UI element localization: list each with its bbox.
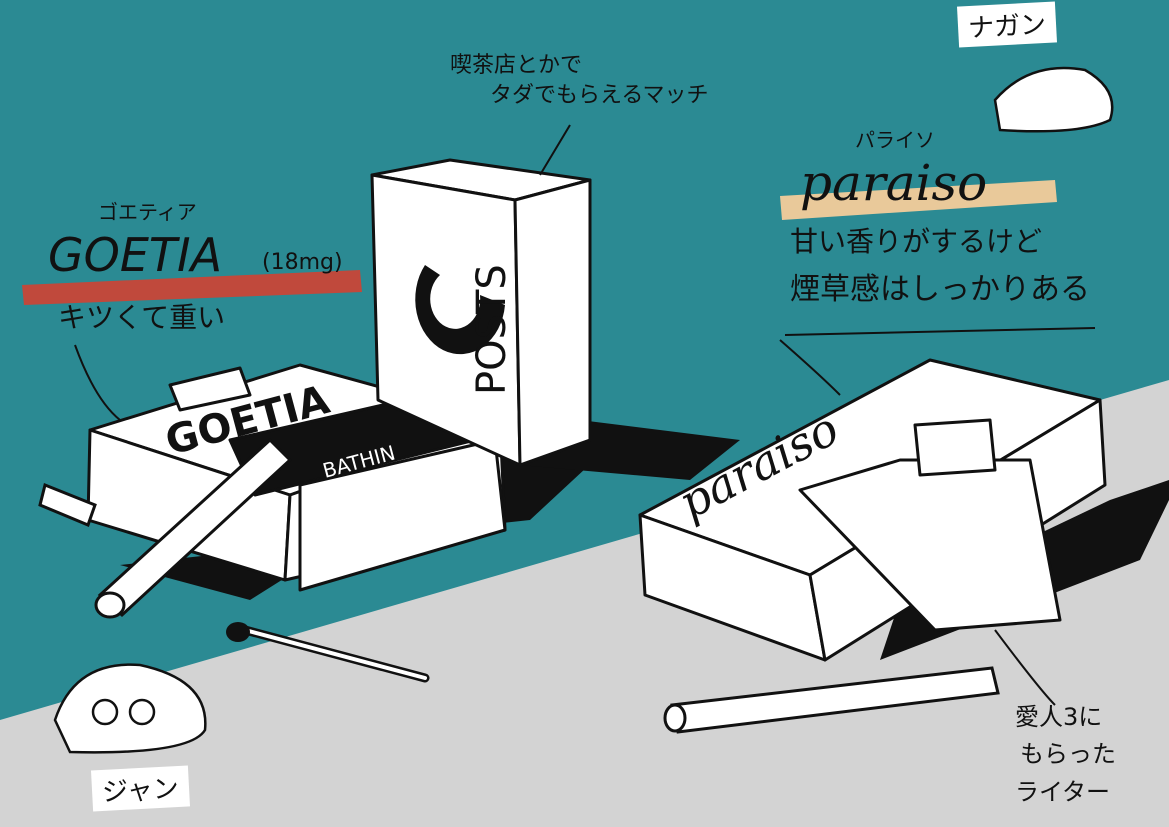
character-name-top-right: ナガン	[956, 1, 1058, 48]
character-bottom-left-sketch	[53, 663, 207, 754]
paraiso-kana: パライソ	[855, 128, 935, 152]
goetia-desc: キツくて重い	[58, 301, 226, 334]
goetia-strength: (18mg)	[262, 250, 343, 275]
leader-lines	[74, 124, 1096, 706]
goetia-kana: ゴエティア	[98, 200, 197, 224]
match-stick	[226, 622, 430, 683]
matchbox	[370, 158, 592, 467]
paraiso-desc-2: 煙草感はしっかりある	[790, 272, 1090, 307]
character-name-bottom-left: ジャン	[90, 765, 190, 812]
cigarette-left-stub	[38, 482, 97, 527]
paraiso-desc-1: 甘い香りがするけど	[790, 225, 1043, 258]
cigarette-floor	[663, 666, 1000, 734]
paraiso-highlight	[780, 180, 1057, 220]
goetia-highlight	[22, 270, 362, 305]
paraiso-name: paraiso	[800, 154, 988, 212]
match-caption-1: 喫茶店とかで	[450, 53, 583, 78]
goetia-name: GOETIA	[48, 228, 223, 282]
lighter-caption-3: ライター	[1015, 778, 1111, 806]
character-top-right-sketch	[993, 66, 1114, 133]
match-caption-2: タダでもらえるマッチ	[490, 83, 709, 108]
cigarette-goetia	[94, 437, 293, 619]
lighter	[798, 418, 1062, 632]
lighter-caption-1: 愛人3に	[1015, 703, 1103, 731]
lighter-caption-2: もらった	[1020, 740, 1116, 768]
matchbox-label: POSTS	[469, 264, 515, 395]
